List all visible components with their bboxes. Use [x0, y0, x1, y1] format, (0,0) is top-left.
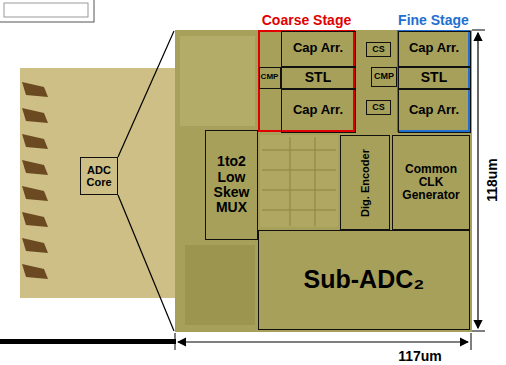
block-box: CMP — [259, 67, 281, 89]
block-box: ADC Core — [80, 157, 118, 195]
block-label: Cap Arr. — [408, 103, 460, 117]
zoom-line — [118, 195, 174, 331]
block-box: Sub-ADC₂ — [258, 230, 470, 330]
scale-bar — [0, 339, 176, 344]
zoom-line — [118, 31, 174, 157]
bond-pads — [22, 82, 48, 279]
block-label: CS — [371, 45, 386, 55]
dimension-tick — [471, 333, 472, 350]
die-texture — [260, 135, 338, 227]
dimension-label: 117um — [398, 348, 442, 364]
block-box: Cap Arr. — [398, 89, 471, 133]
dimension-line — [477, 33, 478, 328]
block-box: Cap Arr. — [398, 31, 471, 67]
block-label: Sub-ADC₂ — [303, 266, 426, 294]
chip-photo — [20, 68, 180, 298]
cut-frame — [4, 3, 88, 17]
stage-heading: Fine Stage — [379, 13, 488, 28]
block-box: CS — [366, 100, 391, 115]
block-label: CS — [371, 103, 386, 113]
die-wires — [262, 137, 336, 226]
block-box: Cap Arr. — [281, 89, 356, 133]
cut-frame — [0, 0, 94, 22]
block-label: STL — [420, 70, 448, 85]
stage-heading: Coarse Stage — [240, 13, 373, 28]
block-box: CS — [366, 42, 391, 57]
stage-frame: Coarse StageCap Arr.CMPSTLCap Arr. — [258, 30, 355, 132]
stage-frame: Fine StageCap Arr.STLCap Arr. — [397, 30, 470, 132]
block-box: Cap Arr. — [281, 31, 356, 67]
block-label: Cap Arr. — [408, 41, 460, 55]
block-label: Dig. Encoder — [359, 149, 371, 217]
die-texture — [180, 36, 255, 126]
block-label: Common CLK Generator — [393, 163, 469, 203]
block-box: STL — [281, 67, 356, 89]
block-box: Common CLK Generator — [392, 135, 470, 230]
block-label: Cap Arr. — [292, 103, 344, 117]
block-label: STL — [304, 70, 332, 85]
block-box: Dig. Encoder — [340, 135, 390, 230]
block-label: CMP — [373, 72, 395, 82]
block-label: ADC Core — [81, 164, 117, 188]
dimension-line — [178, 341, 468, 342]
dimension-tick — [472, 331, 485, 332]
die-photo — [175, 30, 472, 332]
block-label: CMP — [260, 73, 280, 82]
block-label: Cap Arr. — [292, 41, 344, 55]
die-texture — [185, 245, 255, 325]
dimension-label: 118um — [484, 158, 500, 202]
block-box: CMP — [371, 67, 397, 87]
dimension-tick — [175, 333, 176, 350]
block-label: 1to2 Low Skew MUX — [206, 154, 257, 216]
dimension-tick — [472, 30, 485, 31]
block-box: STL — [398, 67, 471, 89]
block-box: 1to2 Low Skew MUX — [205, 130, 258, 240]
